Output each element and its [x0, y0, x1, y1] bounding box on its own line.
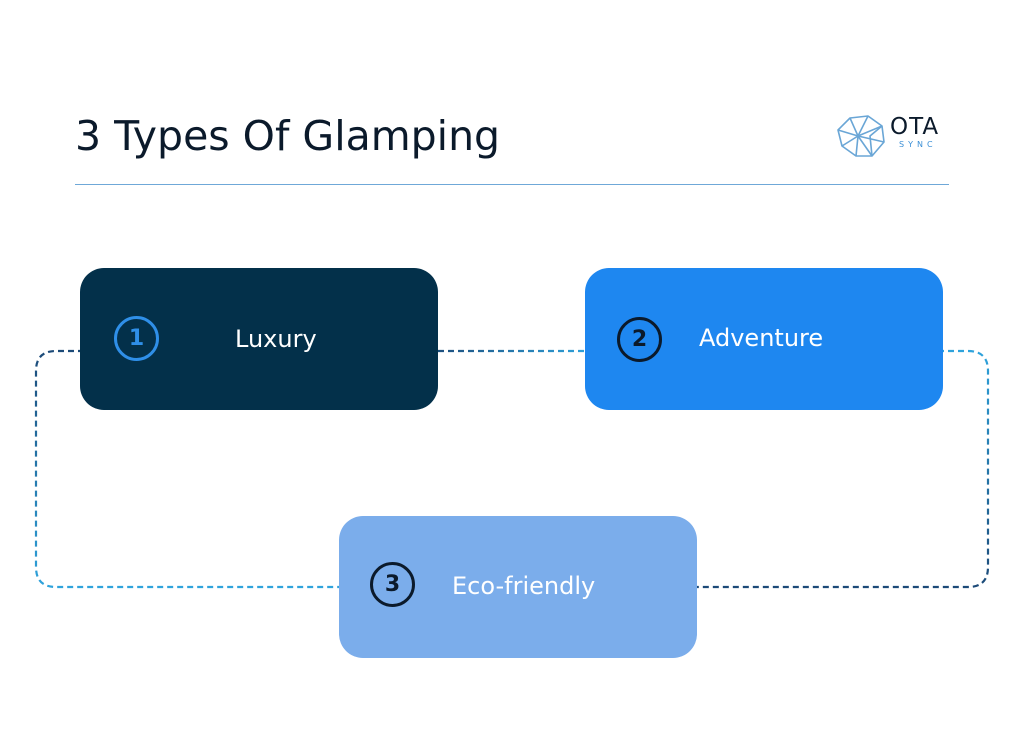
logo-subname: SYNC: [899, 140, 937, 149]
type-label: Adventure: [699, 324, 824, 352]
type-card-luxury: 1 Luxury: [80, 268, 438, 410]
page-title: 3 Types Of Glamping: [75, 112, 501, 160]
connector-left: [34, 349, 345, 589]
type-label: Luxury: [235, 325, 317, 353]
ota-sync-logo: OTA SYNC: [836, 114, 948, 162]
type-label: Eco-friendly: [452, 572, 596, 600]
logo-mesh-icon: [837, 115, 885, 157]
title-divider: [75, 184, 949, 185]
logo-name: OTA: [890, 114, 940, 140]
step-number-badge: 3: [370, 562, 415, 607]
type-card-adventure: 2 Adventure: [585, 268, 943, 410]
type-card-eco-friendly: 3 Eco-friendly: [339, 516, 697, 658]
connector-right: [690, 349, 990, 589]
step-number-badge: 1: [114, 316, 159, 361]
step-number-badge: 2: [617, 317, 662, 362]
